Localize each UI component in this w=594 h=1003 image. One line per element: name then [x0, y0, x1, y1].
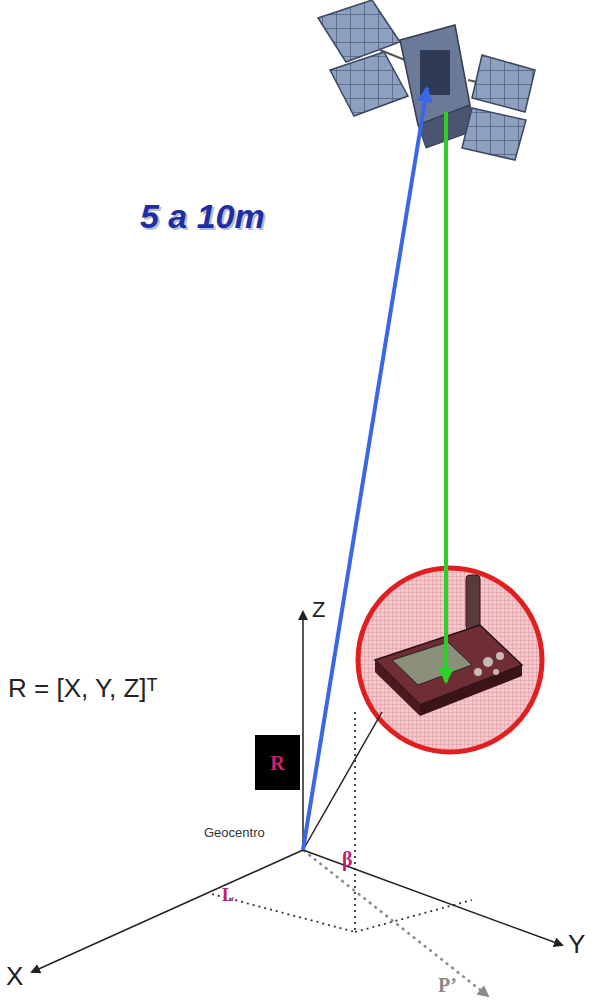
vector-formula: R = [X, Y, Z]ᵀ [8, 674, 158, 703]
vector-label: R [270, 752, 284, 774]
angle-label: L [222, 886, 234, 906]
accuracy-note: 5 a 10m [140, 198, 265, 235]
gps-receiver [375, 575, 522, 716]
origin-label: Geocentro [204, 826, 265, 840]
axes [32, 612, 562, 972]
point-label: P’ [438, 974, 457, 996]
projection-arrow [303, 850, 488, 996]
axis-label: Z [312, 598, 325, 622]
signal-arrow [444, 112, 448, 682]
satellite [318, 0, 535, 160]
projection-lines [212, 712, 472, 932]
axis-label: Y [568, 930, 585, 959]
vector-label-box: R [255, 735, 300, 790]
angle-label: β [342, 848, 353, 870]
axis-label: X [6, 962, 23, 991]
highlight-circle [358, 568, 542, 752]
range-line [303, 88, 427, 850]
